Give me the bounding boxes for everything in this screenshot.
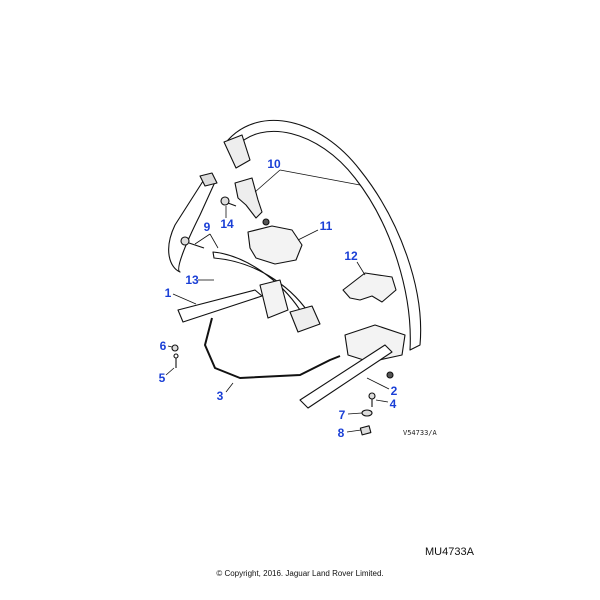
callout-5: 5 — [158, 371, 166, 385]
seat-rail-2 — [299, 344, 393, 409]
callout-4: 4 — [389, 397, 397, 411]
callout-1: 1 — [164, 286, 172, 300]
cover-12 — [342, 272, 397, 303]
copyright-notice: © Copyright, 2016. Jaguar Land Rover Lim… — [216, 569, 384, 578]
callout-6: 6 — [159, 339, 167, 353]
buckle-10 — [234, 177, 263, 219]
left-belt-strap — [168, 177, 216, 273]
belt-webbing — [227, 119, 422, 351]
seat-rail-1 — [177, 289, 263, 323]
callout-7: 7 — [338, 408, 346, 422]
illustration-reference: V54733/A — [403, 429, 437, 437]
callout-12: 12 — [344, 249, 358, 263]
callout-14: 14 — [220, 217, 234, 231]
belt-tongue — [223, 134, 251, 169]
callout-8: 8 — [337, 426, 345, 440]
diagram-code: MU4733A — [425, 546, 474, 558]
bar-3 — [204, 317, 341, 379]
callout-2: 2 — [390, 384, 398, 398]
callout-11: 11 — [319, 219, 333, 233]
callout-13: 13 — [185, 273, 199, 287]
callout-9: 9 — [203, 220, 211, 234]
callout-10: 10 — [267, 157, 281, 171]
retractor-cover-11 — [247, 225, 303, 265]
callout-3: 3 — [216, 389, 224, 403]
